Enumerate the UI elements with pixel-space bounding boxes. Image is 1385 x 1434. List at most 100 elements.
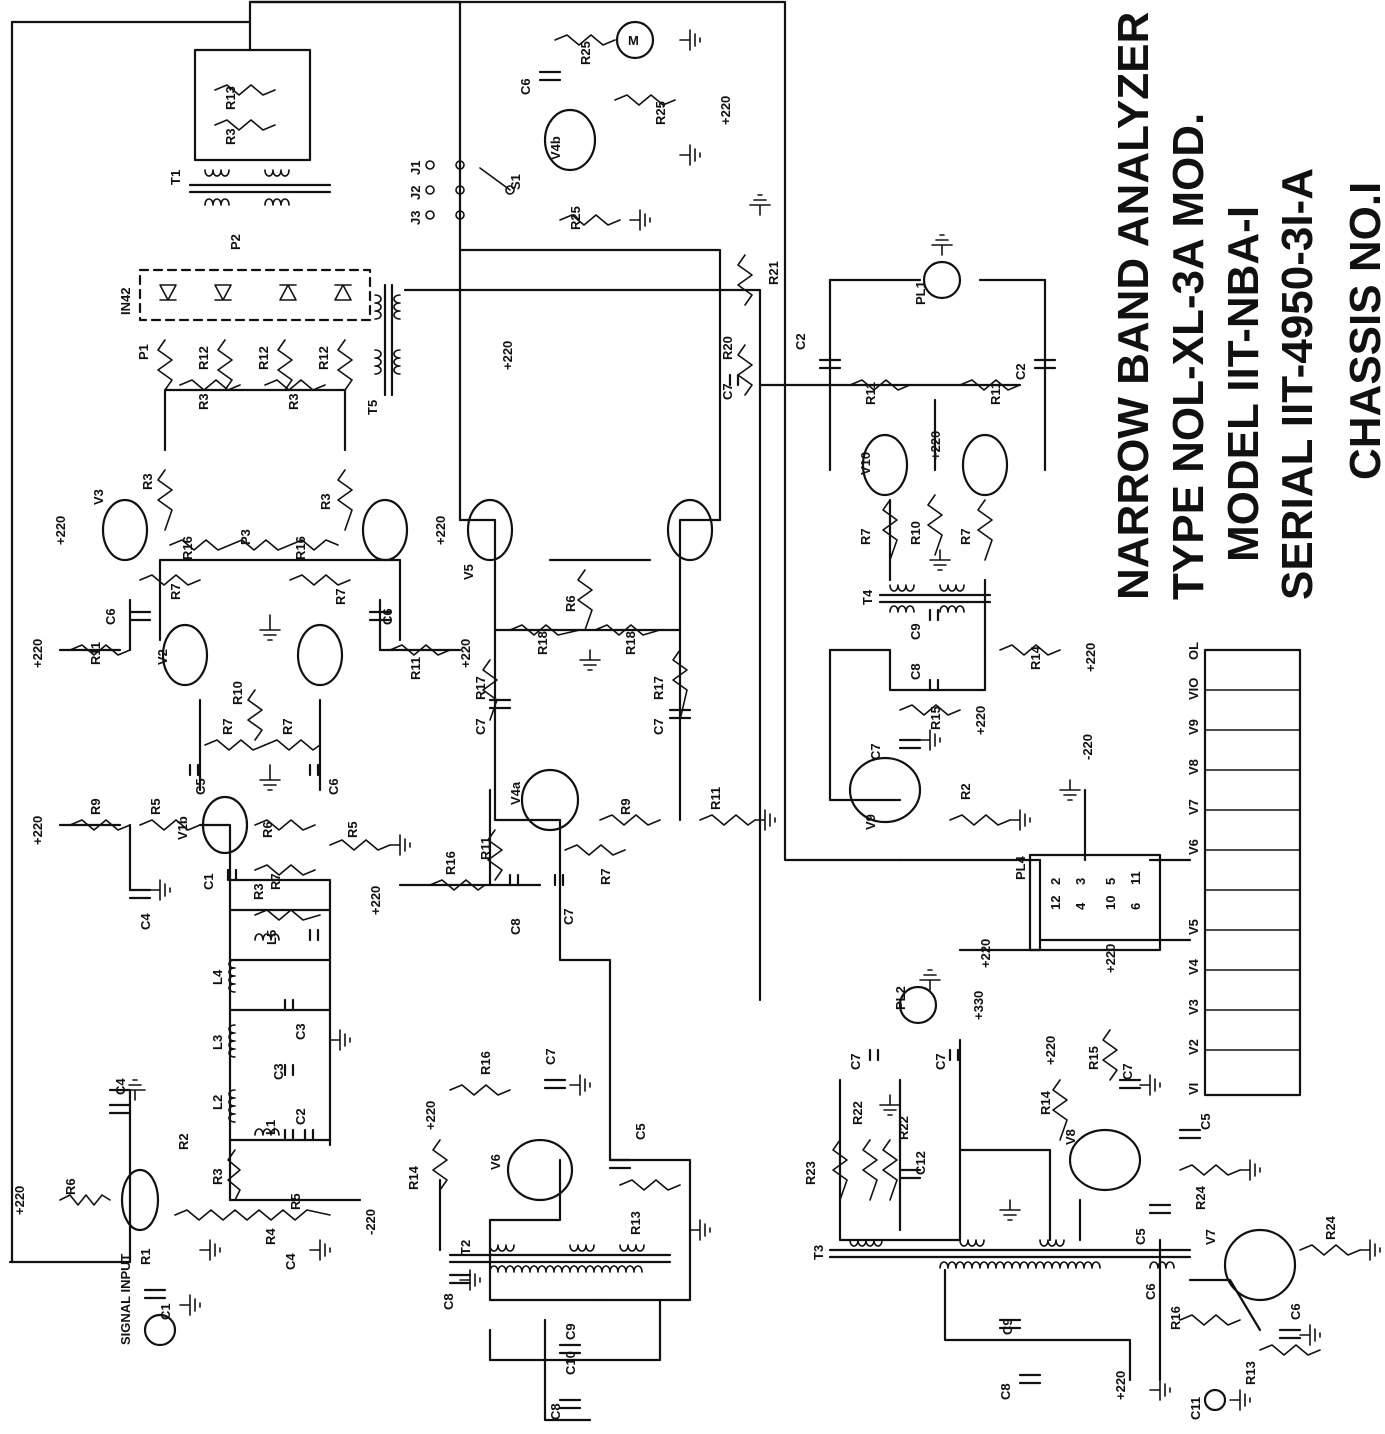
label-r3g: R3 <box>223 128 238 145</box>
label-c6d: C6 <box>518 78 533 95</box>
capacitor <box>108 1103 132 1115</box>
resistor <box>614 94 676 106</box>
v-plus220-13: +220 <box>423 1101 438 1130</box>
ground-icon <box>459 1269 481 1291</box>
label-c1b: C1 <box>201 873 216 890</box>
label-c7f: C7 <box>848 1053 863 1070</box>
resistor <box>927 494 943 556</box>
meter-label: M <box>628 33 639 48</box>
heater-label-v6: V6 <box>1186 839 1201 855</box>
resistor <box>1102 1029 1118 1081</box>
label-l1: L1 <box>263 1120 278 1135</box>
plug-pl4 <box>1028 853 1162 952</box>
resistor <box>559 214 621 226</box>
label-c7e: C7 <box>868 743 883 760</box>
inductor <box>254 933 280 941</box>
capacitor <box>188 763 200 777</box>
resistor <box>69 644 131 656</box>
label-r7d: R7 <box>168 583 183 600</box>
v-plus220-1: +220 <box>12 1186 27 1215</box>
resistor <box>832 1139 848 1201</box>
capacitor <box>898 1168 922 1180</box>
resistor <box>59 1194 111 1206</box>
heater-label-ol: OL <box>1186 642 1201 660</box>
pl4-pin-12: 12 <box>1048 896 1063 910</box>
label-r10: R10 <box>230 681 245 705</box>
label-t4: T4 <box>860 589 875 605</box>
v-plus220-16: +220 <box>1043 1036 1058 1065</box>
label-v9: V9 <box>863 814 878 830</box>
switch-s1 <box>425 160 515 220</box>
resistor <box>699 814 756 826</box>
label-r11f: R11 <box>988 382 1003 405</box>
ground-icon <box>1299 1324 1321 1346</box>
v-plus220-14: +220 <box>978 939 993 968</box>
label-c1: C1 <box>158 1303 173 1320</box>
label-v4b: V4b <box>548 136 563 160</box>
label-c2a: C2 <box>793 333 808 350</box>
transformer-t2 <box>448 1253 672 1264</box>
tube-v10-left <box>861 433 909 497</box>
label-c8c: C8 <box>998 1383 1013 1400</box>
resistor <box>737 344 753 396</box>
transformer-t5 <box>383 283 394 397</box>
capacitor <box>448 1273 472 1285</box>
capacitor <box>308 928 320 942</box>
label-c9c: C9 <box>563 1323 578 1340</box>
label-c7: C7 <box>473 718 488 735</box>
label-r5: R5 <box>288 1193 303 1210</box>
heater-label-v10: VIO <box>1186 678 1201 700</box>
label-c7d: C7 <box>720 383 735 400</box>
resistor <box>1179 1164 1241 1176</box>
label-c4c: C4 <box>138 913 153 930</box>
resistor <box>862 1139 878 1201</box>
tube-v5-right <box>666 498 714 562</box>
label-v7: V7 <box>1203 1229 1218 1245</box>
v-plus220-10: +220 <box>1083 643 1098 672</box>
label-c9: C9 <box>908 623 923 640</box>
resistor <box>849 379 911 391</box>
capacitor <box>898 738 922 750</box>
label-c7i: C7 <box>543 1048 558 1065</box>
label-p2: P2 <box>228 234 243 250</box>
tube-v5-left <box>466 498 514 562</box>
capacitor <box>1278 1328 1302 1340</box>
label-s1: S1 <box>508 174 523 190</box>
label-v1b: V1b <box>175 816 190 840</box>
label-c4b: C4 <box>283 1253 298 1270</box>
pl4-pin-10: 10 <box>1103 896 1118 910</box>
title-block: NARROW BAND ANALYZER TYPE NOL-XL-3A MOD.… <box>1109 12 1385 600</box>
label-c4: C4 <box>113 1078 128 1095</box>
plug-pl1 <box>922 260 962 300</box>
label-c11: C11 <box>1188 1397 1203 1420</box>
label-c9b: C9 <box>1000 1318 1015 1335</box>
label-r14: R14 <box>1028 645 1043 670</box>
capacitor <box>608 1158 632 1170</box>
capacitor <box>538 70 562 82</box>
capacitor <box>728 373 740 387</box>
capacitor <box>128 610 152 622</box>
label-r5c: R5 <box>345 821 360 838</box>
label-v6: V6 <box>488 1154 503 1170</box>
resistor <box>899 704 961 716</box>
resistor <box>949 814 1011 826</box>
resistor <box>882 1139 898 1201</box>
ground-icon <box>919 729 941 751</box>
signal-input-label: SIGNAL INPUT <box>118 1253 133 1345</box>
pl4-pin-5: 5 <box>1103 878 1118 885</box>
ground-icon <box>389 834 411 856</box>
label-v4a: V4a <box>508 781 523 805</box>
ground-icon <box>124 1079 146 1101</box>
transformer-t3 <box>828 1248 1192 1259</box>
resistor <box>337 469 353 531</box>
tubes <box>101 108 1297 1302</box>
label-r1: R1 <box>138 1248 153 1265</box>
capacitor <box>508 873 520 887</box>
tube-v10-right <box>961 433 1009 497</box>
label-r12b: R12 <box>256 346 271 370</box>
label-c6e: C6 <box>1288 1303 1303 1320</box>
label-r19: R20 <box>720 336 735 360</box>
label-r14b: R14 <box>1038 1090 1053 1115</box>
ground-icon <box>879 1094 901 1116</box>
